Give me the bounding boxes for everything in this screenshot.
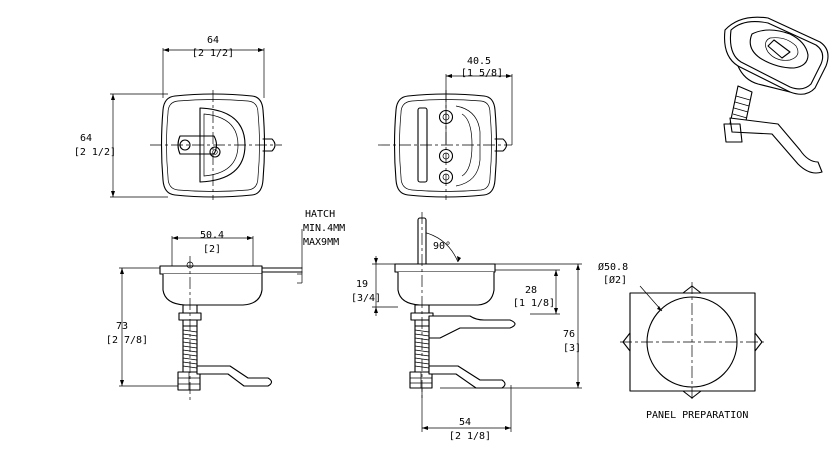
dim-side-overall-mm: 73 xyxy=(116,321,128,332)
front-view: 64 [2 1/2] 64 [2 1/2] xyxy=(74,35,282,200)
dim-handle-flange-mm: 19 xyxy=(356,279,368,290)
dim-back-offset-in: [1 5/8] xyxy=(461,68,503,79)
dim-handle-depth-mm: 28 xyxy=(525,285,537,296)
dim-handle-overall-in: [3] xyxy=(563,343,581,354)
handle-view: 90° 19 [3/4] 28 [1 1/8] xyxy=(351,212,582,442)
hatch-title: HATCH xyxy=(305,209,335,220)
panel-cutout-in: [Ø2] xyxy=(603,274,627,286)
dim-handle-flange: 19 [3/4] xyxy=(351,256,398,316)
angle-annotation: 90° xyxy=(422,231,461,263)
hatch-min: MIN.4MM xyxy=(303,223,345,234)
dim-front-height-in: [2 1/2] xyxy=(74,147,116,158)
side-view: 50.4 [2] 73 [2 7/8] HATCH MIN.4MM MAX9MM xyxy=(106,209,345,400)
dim-back-offset-mm: 40.5 xyxy=(467,56,491,67)
angle-label: 90° xyxy=(433,241,451,252)
dim-handle-overall-mm: 76 xyxy=(563,329,575,340)
product-isometric-sketch xyxy=(723,16,829,174)
dim-handle-reach-mm: 54 xyxy=(459,417,471,428)
dim-front-width-mm: 64 xyxy=(207,35,219,46)
dim-handle-reach: 54 [2 1/8] xyxy=(421,385,512,442)
dim-front-width-in: [2 1/2] xyxy=(192,48,234,59)
dim-front-height: 64 [2 1/2] xyxy=(74,93,168,198)
panel-preparation-view: Ø50.8 [Ø2] PANEL PREPARATION xyxy=(598,261,765,421)
dim-handle-depth: 28 [1 1/8] xyxy=(495,269,560,315)
dim-handle-reach-in: [2 1/8] xyxy=(449,431,491,442)
dim-side-flange-mm: 50.4 xyxy=(200,230,224,241)
dim-front-height-mm: 64 xyxy=(80,133,92,144)
dim-side-overall-in: [2 7/8] xyxy=(106,335,148,346)
hatch-callout: HATCH MIN.4MM MAX9MM xyxy=(297,209,345,284)
panel-caption: PANEL PREPARATION xyxy=(646,410,748,421)
back-view: 40.5 [1 5/8] xyxy=(378,56,513,200)
hatch-max: MAX9MM xyxy=(303,237,339,248)
dim-side-flange-in: [2] xyxy=(203,244,221,255)
dim-side-flange: 50.4 [2] xyxy=(171,230,254,268)
dim-front-width: 64 [2 1/2] xyxy=(162,35,265,98)
dim-handle-depth-in: [1 1/8] xyxy=(513,298,555,309)
panel-cutout-mm: Ø50.8 xyxy=(598,261,628,273)
dim-handle-flange-in: [3/4] xyxy=(351,293,381,304)
